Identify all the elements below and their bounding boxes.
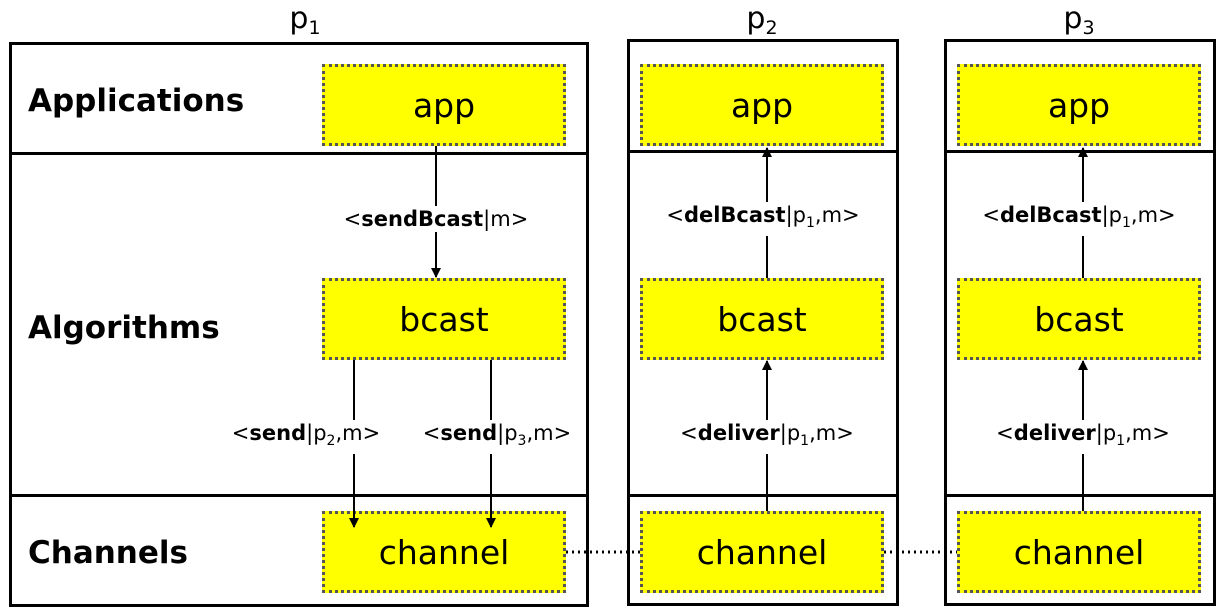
event-sub: 1 xyxy=(1116,433,1126,449)
bcast-component-p3: bcast xyxy=(957,278,1201,360)
process-label-p3: p3 xyxy=(1049,2,1109,45)
event-rest: ,m> xyxy=(1125,421,1170,445)
event-rest: |m> xyxy=(483,207,529,231)
event-name: send xyxy=(440,421,498,445)
event-name: deliver xyxy=(697,421,780,445)
app-component-p2: app xyxy=(640,64,884,146)
component-label: app xyxy=(1047,85,1111,125)
process-label-base: p xyxy=(1063,1,1083,36)
layer-label-algorithms: Algorithms xyxy=(28,310,220,346)
event-label-deliver-p2: <deliver|p1,m> xyxy=(678,420,856,454)
event-sep: |p xyxy=(779,421,801,445)
component-label: channel xyxy=(378,532,510,572)
event-sub: 1 xyxy=(806,215,815,231)
event-sep: |p xyxy=(1101,203,1122,227)
event-name: delBcast xyxy=(999,203,1102,227)
layer-divider xyxy=(944,494,1216,497)
event-name: deliver xyxy=(1013,421,1096,445)
event-rest: ,m> xyxy=(814,203,860,227)
process-label-sub: 1 xyxy=(308,17,321,39)
event-rest: ,m> xyxy=(809,421,854,445)
event-label-delbcast-p3: <delBcast|p1,m> xyxy=(980,202,1178,236)
event-open: < xyxy=(666,203,684,227)
event-rest: ,m> xyxy=(1130,203,1176,227)
component-label: bcast xyxy=(399,299,489,339)
event-sub: 3 xyxy=(517,433,527,449)
event-name: sendBcast xyxy=(361,207,484,231)
layer-label-applications: Applications xyxy=(28,83,245,119)
event-open: < xyxy=(680,421,698,445)
app-component-p1: app xyxy=(322,64,566,146)
event-label-send-p3: <send|p3,m> xyxy=(420,420,574,454)
layer-divider xyxy=(9,494,589,497)
event-open: < xyxy=(982,203,1000,227)
event-rest: ,m> xyxy=(335,421,381,445)
event-label-send-p2: <send|p2,m> xyxy=(229,420,383,454)
process-label-base: p xyxy=(289,1,309,36)
component-label: bcast xyxy=(717,299,807,339)
event-sub: 2 xyxy=(326,433,336,449)
component-label: app xyxy=(412,85,476,125)
event-label-delbcast-p2: <delBcast|p1,m> xyxy=(664,202,862,236)
event-sub: 1 xyxy=(1122,215,1131,231)
component-label: bcast xyxy=(1034,299,1124,339)
event-sep: |p xyxy=(1095,421,1117,445)
event-sep: |p xyxy=(785,203,806,227)
app-component-p3: app xyxy=(957,64,1201,146)
event-sep: |p xyxy=(497,421,518,445)
channel-component-p2: channel xyxy=(640,511,884,593)
event-label-sendbcast: <sendBcast|m> xyxy=(341,206,531,232)
event-rest: ,m> xyxy=(526,421,572,445)
bcast-component-p2: bcast xyxy=(640,278,884,360)
process-label-sub: 3 xyxy=(1082,17,1095,39)
bcast-component-p1: bcast xyxy=(322,278,566,360)
event-open: < xyxy=(996,421,1014,445)
layer-divider xyxy=(627,494,899,497)
component-label: app xyxy=(730,85,794,125)
event-open: < xyxy=(422,421,441,445)
channel-component-p3: channel xyxy=(957,511,1201,593)
process-label-base: p xyxy=(746,1,766,36)
event-name: send xyxy=(249,421,307,445)
component-label: channel xyxy=(1013,532,1145,572)
process-label-p1: p1 xyxy=(275,2,335,45)
process-label-sub: 2 xyxy=(765,17,778,39)
component-label: channel xyxy=(696,532,828,572)
event-open: < xyxy=(343,207,362,231)
layer-label-channels: Channels xyxy=(28,535,188,571)
event-sep: |p xyxy=(306,421,327,445)
layer-divider xyxy=(9,152,589,155)
event-label-deliver-p3: <deliver|p1,m> xyxy=(994,420,1172,454)
event-open: < xyxy=(231,421,250,445)
channel-component-p1: channel xyxy=(322,511,566,593)
process-label-p2: p2 xyxy=(732,2,792,45)
event-sub: 1 xyxy=(800,433,810,449)
event-name: delBcast xyxy=(683,203,786,227)
